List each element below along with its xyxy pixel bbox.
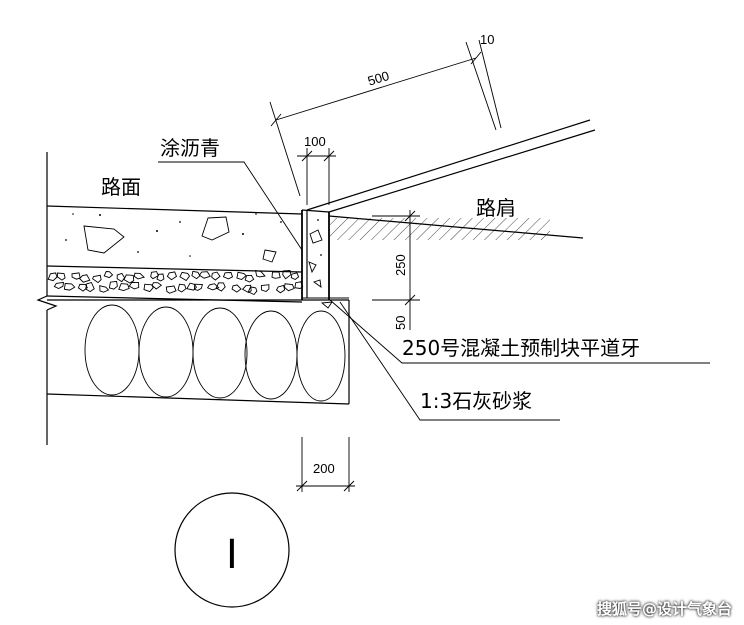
gravel-stone — [177, 283, 187, 293]
gravel-stone — [191, 270, 201, 280]
dim-250-text: 250 — [393, 254, 408, 276]
shoulder-layer — [306, 119, 596, 240]
gravel-stone — [128, 281, 140, 290]
gravel-stone — [123, 274, 135, 284]
left-break-line — [36, 152, 58, 445]
gravel-stone — [166, 271, 178, 281]
gravel-stone — [53, 281, 65, 290]
gravel-stone — [275, 284, 286, 294]
section-symbol: I — [174, 492, 290, 608]
gravel-stone — [284, 283, 295, 292]
gravel-stone — [198, 271, 211, 279]
gravel-stone — [206, 283, 220, 291]
watermark-text: 搜狐号@设计气象台 — [596, 600, 732, 618]
gravel-stone — [215, 282, 226, 292]
gravel-stone — [193, 283, 203, 291]
gravel-stone — [108, 280, 118, 290]
gravel-stone — [77, 283, 88, 292]
leader-lines — [158, 161, 710, 421]
gravel-layer — [46, 270, 304, 303]
asphalt-label: 涂沥青 — [160, 136, 220, 160]
mortar-label: 1:3石灰砂浆 — [420, 389, 532, 413]
gravel-stone — [150, 271, 159, 280]
dim-200-text: 200 — [313, 461, 335, 476]
dimension-200: 200 — [296, 437, 355, 492]
gravel-stone — [56, 272, 66, 281]
dim-500-text: 500 — [366, 68, 391, 89]
gravel-stone — [103, 271, 114, 279]
gravel-stone — [156, 273, 165, 282]
gravel-stone — [116, 272, 126, 283]
gravel-stone — [99, 285, 110, 293]
gravel-stone — [282, 270, 292, 280]
gravel-stone — [247, 286, 258, 296]
dimension-250-50: 250 50 — [372, 210, 420, 330]
rubble-foundation — [46, 299, 350, 405]
gravel-stone — [236, 271, 247, 281]
gravel-stone — [78, 274, 91, 283]
gravel-stone — [222, 272, 234, 280]
gravel-stone — [47, 272, 58, 282]
pavement-layer — [46, 205, 303, 273]
curb-stone — [301, 209, 349, 309]
gravel-stone — [71, 272, 81, 280]
gravel-stone — [151, 282, 163, 290]
gravel-stone — [179, 271, 191, 282]
gravel-stone — [231, 284, 242, 293]
gravel-stone — [134, 272, 145, 280]
section-symbol-text: I — [226, 532, 238, 578]
gravel-stone — [255, 270, 266, 278]
dim-10-text: 10 — [480, 32, 494, 47]
dimension-500: 500 10 — [269, 32, 502, 197]
gravel-stone — [271, 271, 281, 279]
gravel-stone — [244, 274, 255, 283]
gravel-stone — [211, 271, 221, 281]
curb-label: 250号混凝土预制块平道牙 — [402, 336, 640, 360]
gravel-stone — [92, 274, 102, 284]
shoulder-label: 路肩 — [476, 196, 516, 220]
gravel-stone — [165, 285, 177, 294]
gravel-stone — [260, 284, 270, 293]
dim-50-text: 50 — [393, 316, 408, 330]
dim-100-text: 100 — [304, 134, 326, 149]
gravel-stone — [118, 283, 130, 291]
gravel-stone — [290, 272, 300, 281]
pavement-label: 路面 — [101, 175, 141, 199]
dimension-100: 100 — [297, 134, 336, 205]
gravel-stone — [85, 281, 95, 293]
gravel-stone — [63, 283, 76, 291]
